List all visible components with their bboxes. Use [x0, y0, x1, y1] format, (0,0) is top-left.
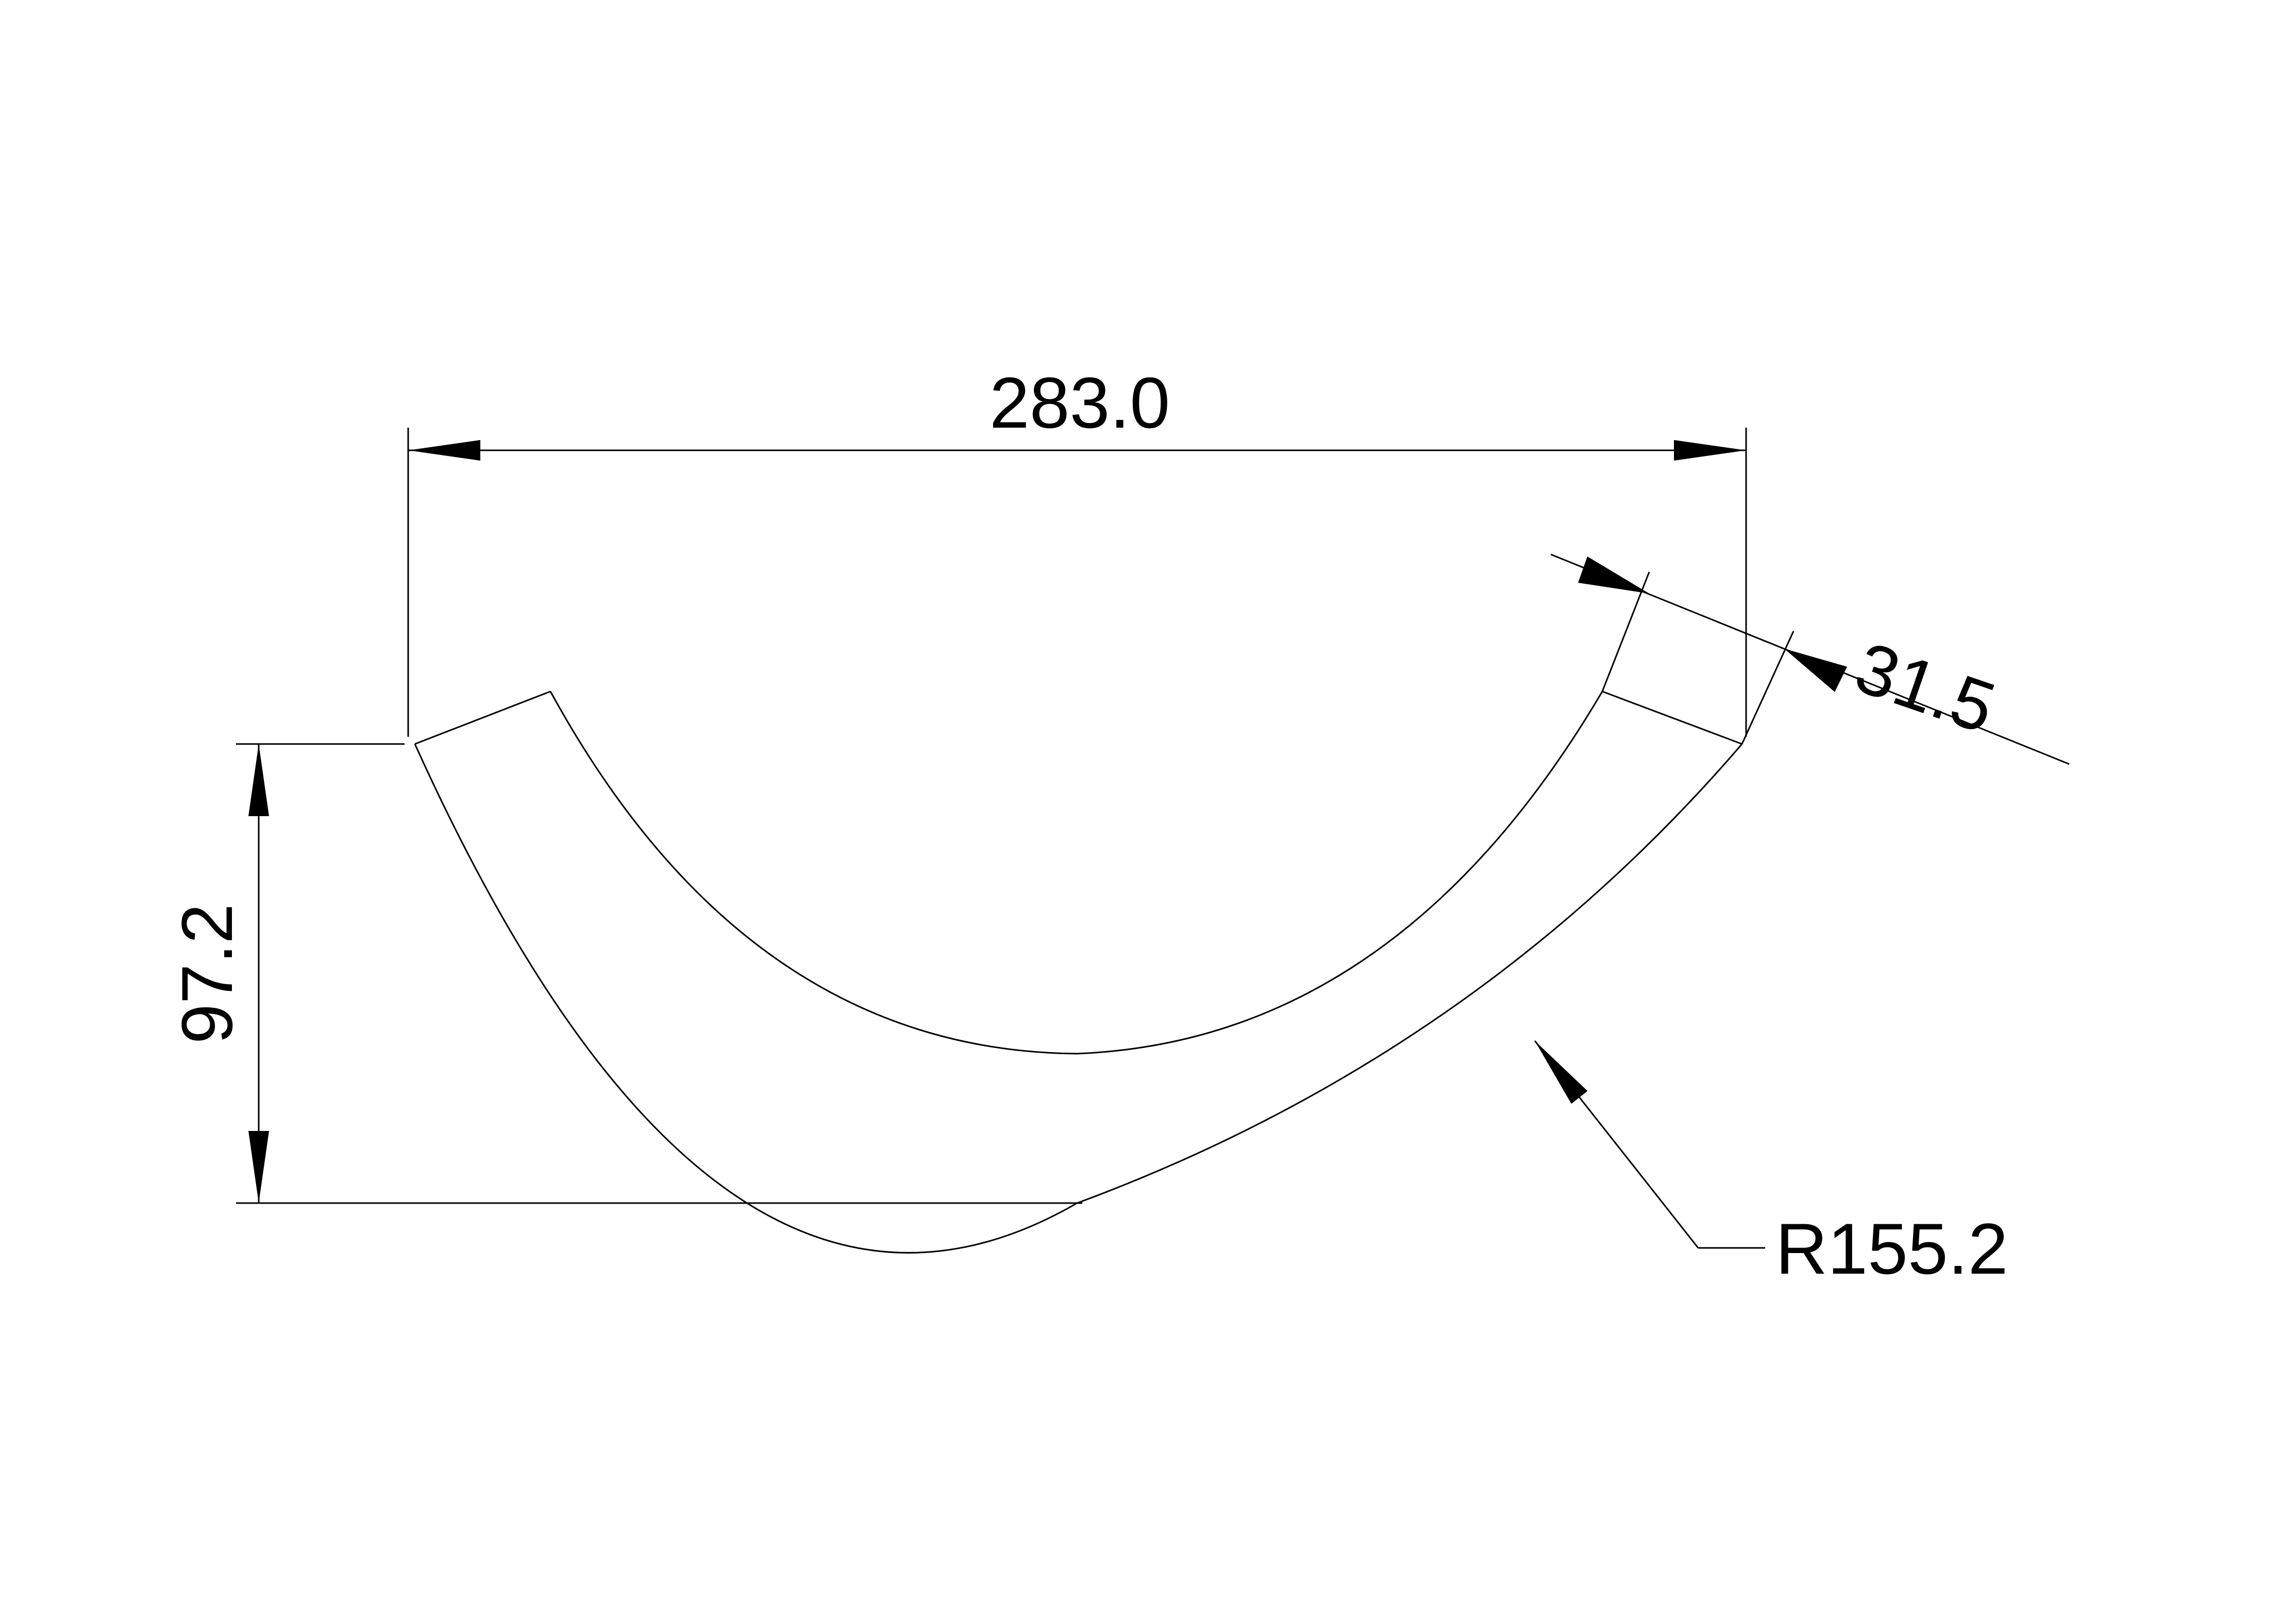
radius-dimension-label: R155.2 — [1775, 1208, 2008, 1289]
outer-arc — [414, 743, 1743, 1254]
dimension-height: 97.2 — [166, 743, 1082, 1204]
arrowhead-thickness-2 — [1784, 649, 1847, 692]
extension-line-thickness-2 — [1741, 631, 1795, 745]
radius-leader-line — [1534, 1040, 1699, 1248]
dimension-overall-width: 283.0 — [407, 362, 1747, 737]
width-dimension-label: 283.0 — [990, 362, 1170, 443]
part-outline — [414, 690, 1743, 1254]
inner-arc — [549, 691, 1603, 1055]
left-end-face — [414, 690, 551, 745]
height-dimension-label: 97.2 — [166, 904, 247, 1044]
right-end-face — [1602, 690, 1742, 745]
dimension-radius: R155.2 — [1534, 1040, 2008, 1289]
arrowhead-thickness-1 — [1578, 556, 1649, 594]
